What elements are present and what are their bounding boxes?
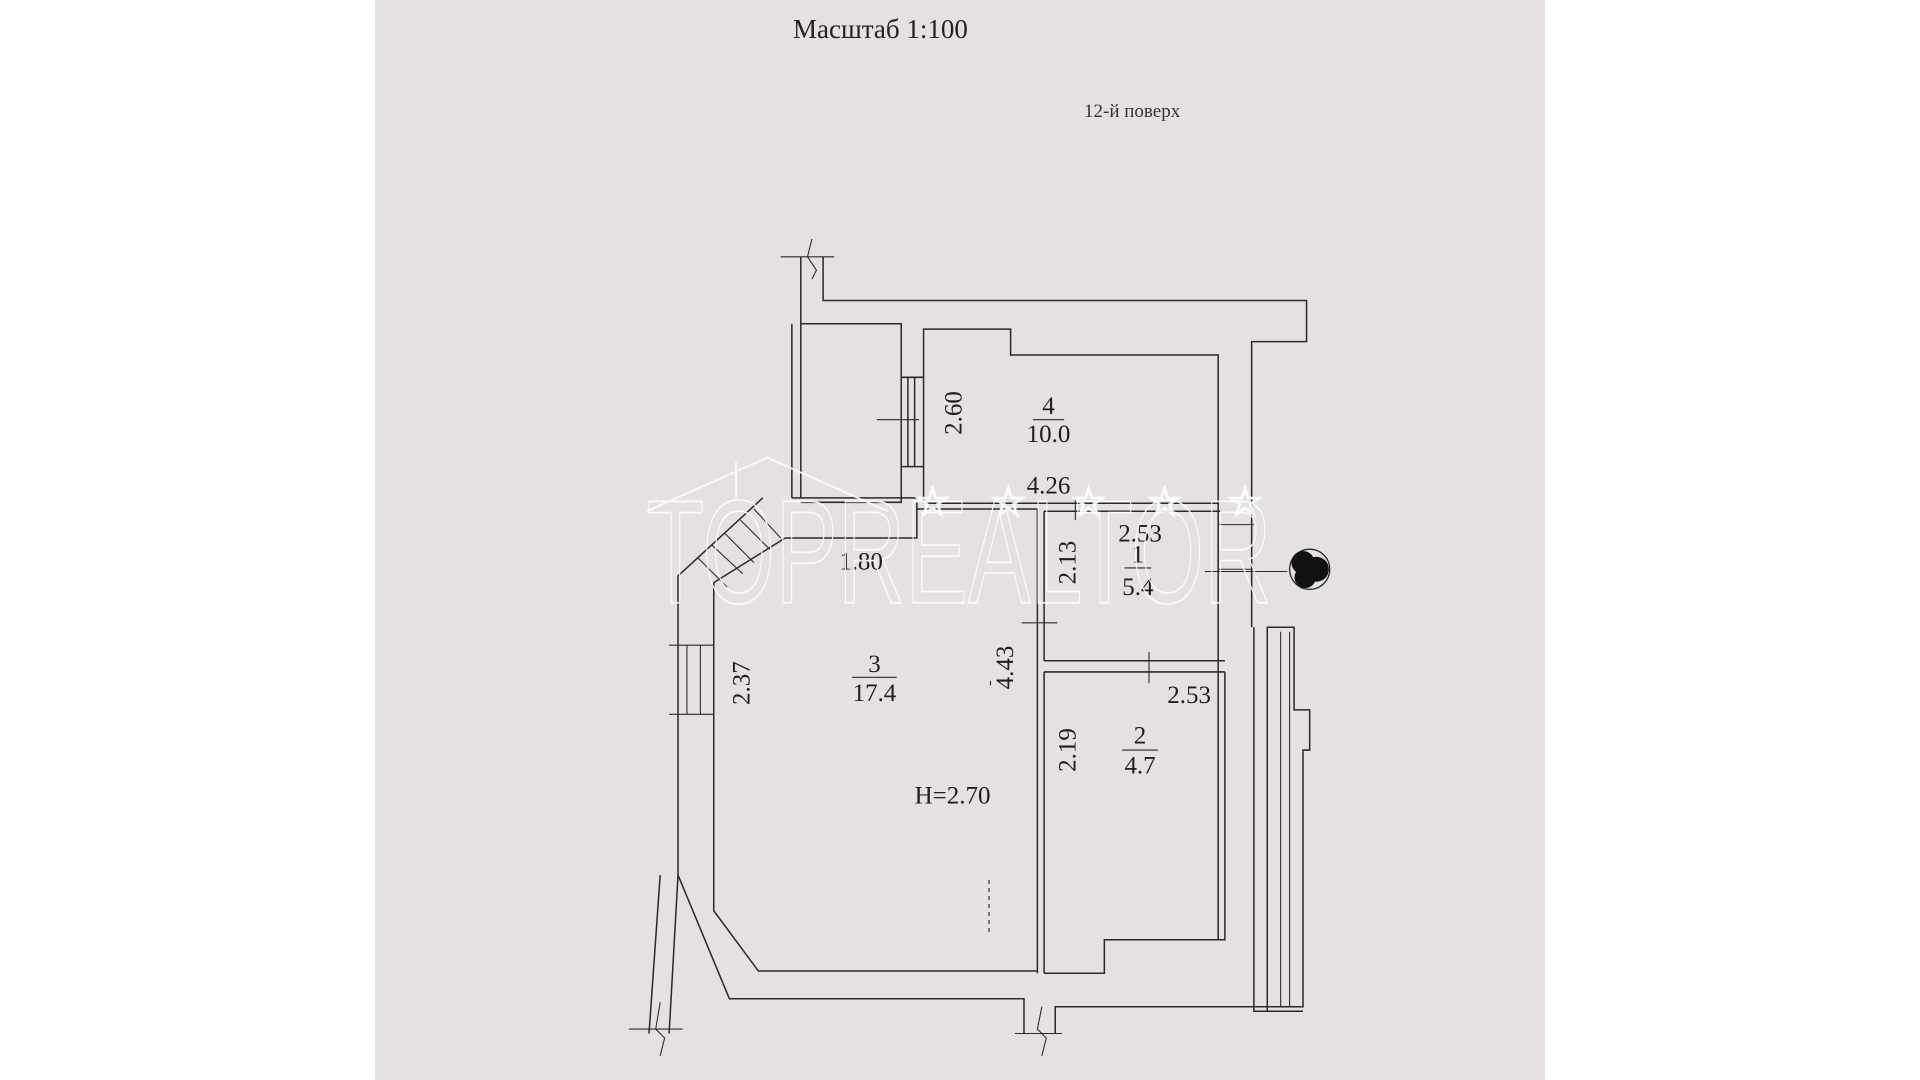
room1-area: 5.4 [1122,574,1154,601]
break-mark-bottom [1015,1006,1062,1056]
balcony-walls [800,322,924,504]
room1-number: 1 [1132,542,1145,569]
outer-wall-top [822,256,1308,628]
right-window [1218,524,1291,1007]
house-roof-icon [646,456,889,513]
entrance-marker-icon [1288,548,1331,591]
partition-wall [785,502,1045,974]
room3-number: 3 [868,651,881,678]
dim-room3-right: 4.43 [992,646,1019,690]
floor-plan-paper [375,0,1545,1080]
watermark-text: TOPREALTOR [647,471,1272,635]
room4-number: 4 [1042,393,1055,420]
ceiling-height: H=2.70 [915,783,991,810]
outer-wall-top-left [791,256,802,498]
break-mark-bottom-left [628,1002,683,1056]
dim-room3-left: 2.37 [728,661,755,705]
toprealtor-watermark: TOPREALTOR ☆ ☆ ☆ ☆ ☆ [646,456,1273,636]
dim-room1-width: 2.53 [1118,521,1162,548]
dim-room2-height: 2.19 [1054,728,1081,772]
room4-area: 10.0 [1027,421,1071,448]
bottom-left-wall [648,874,679,1034]
svg-text:☆: ☆ [914,480,950,525]
svg-text:☆: ☆ [1071,480,1107,525]
outer-wall-bottom [1054,626,1311,1034]
svg-text:☆: ☆ [990,480,1026,525]
room3-area: 17.4 [853,680,897,707]
svg-text:☆: ☆ [1147,480,1183,525]
dim-room1-height: 2.13 [1054,541,1081,585]
dim-corridor-width: 1.80 [839,548,883,575]
break-mark-top [780,238,835,280]
dimension-ticks [876,419,1150,686]
room2-walls [1044,671,1226,975]
stair-steps [697,508,782,588]
dim-room2-width: 2.53 [1167,682,1211,709]
dim-room4-height: 2.60 [940,391,967,435]
room2-number: 2 [1134,722,1147,749]
room4-walls [922,328,1219,940]
floor-label: 12-й поверх [1084,101,1181,122]
room2-area: 4.7 [1124,753,1155,780]
left-window [669,644,714,715]
dim-room4-width: 4.26 [1027,472,1071,499]
stair-walls [677,497,1038,1034]
svg-text:☆: ☆ [1227,480,1263,525]
watermark-stars-icon: ☆ ☆ ☆ ☆ ☆ [914,479,1264,526]
room1-walls [1043,510,1225,673]
scale-label: Масштаб 1:100 [793,14,968,44]
